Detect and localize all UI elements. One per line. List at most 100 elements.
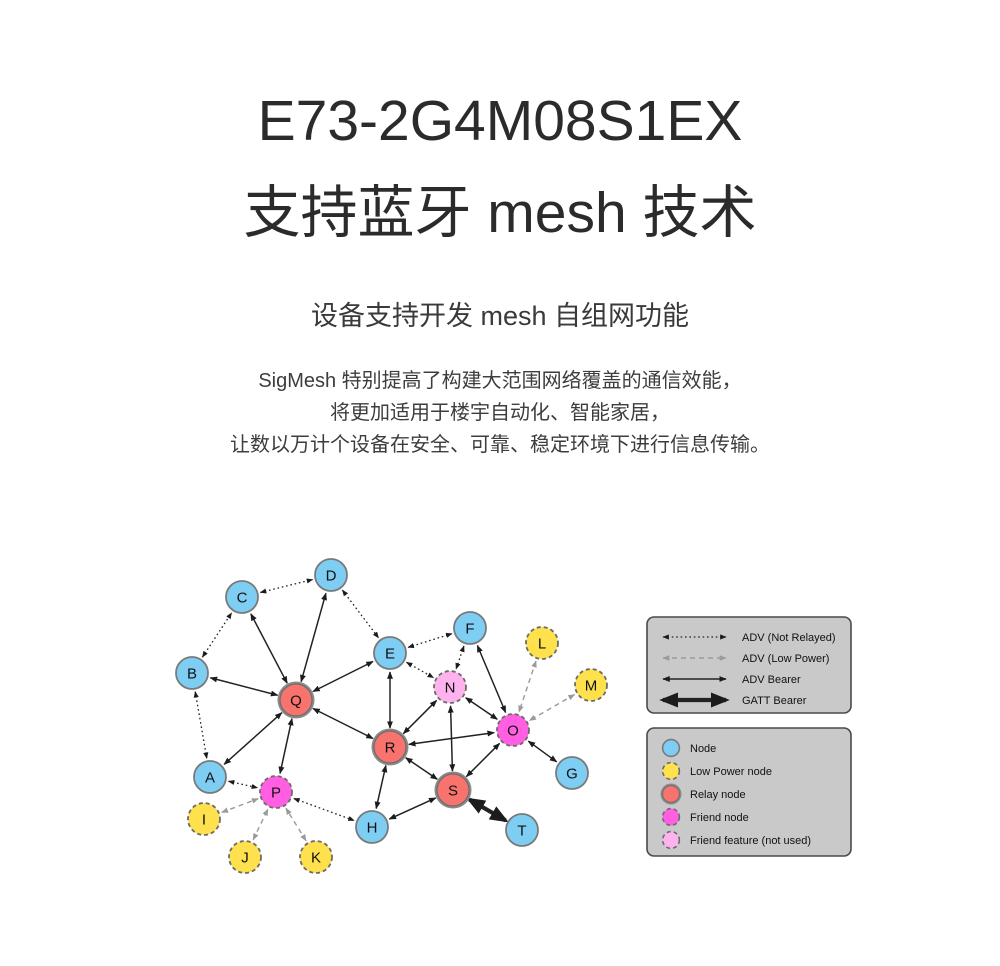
node-label: M <box>585 678 598 695</box>
mesh-edge-L-O <box>518 660 537 713</box>
mesh-edge-F-N <box>455 645 465 670</box>
mesh-node-A[interactable]: A <box>193 760 227 794</box>
node-label: E <box>385 646 395 663</box>
mesh-node-J[interactable]: J <box>228 840 262 874</box>
mesh-edge-E-N <box>405 661 435 679</box>
node-label: Q <box>290 693 302 710</box>
mesh-edge-D-Q <box>300 592 327 683</box>
mesh-node-Q[interactable]: Q <box>277 681 315 719</box>
node-label: D <box>326 568 337 585</box>
mesh-edge-D-E <box>341 589 380 639</box>
node-circle <box>225 580 259 614</box>
legend-node-swatch-friend <box>661 807 681 827</box>
mesh-node-I[interactable]: I <box>187 802 221 836</box>
mesh-edge-J-P <box>252 808 269 841</box>
mesh-node-O[interactable]: O <box>496 713 530 747</box>
node-label: A <box>205 770 215 787</box>
legend-edge-box <box>646 616 852 714</box>
node-circle <box>555 756 589 790</box>
mesh-node-E[interactable]: E <box>373 636 407 670</box>
mesh-edge-Q-R <box>312 707 374 740</box>
node-circle <box>279 683 313 717</box>
mesh-node-C[interactable]: C <box>225 580 259 614</box>
node-label: B <box>187 666 197 683</box>
mesh-edge-P-H <box>293 797 355 822</box>
mesh-node-S[interactable]: S <box>434 771 472 809</box>
node-label: R <box>385 740 396 757</box>
node-label: P <box>271 785 281 802</box>
page-subtitle: 设备支持开发 mesh 自组网功能 <box>310 301 690 331</box>
legend-edge-label: ADV (Low Power) <box>742 653 829 665</box>
mesh-node-F[interactable]: F <box>453 611 487 645</box>
mesh-edge-A-P <box>227 779 259 790</box>
legend-node-swatch-relay <box>662 785 680 803</box>
edge-layer <box>193 578 576 842</box>
mesh-node-T[interactable]: T <box>505 813 539 847</box>
node-label: I <box>202 812 206 829</box>
mesh-node-N[interactable]: N <box>433 670 467 704</box>
description-line-2: 将更加适用于楼宇自动化、智能家居， <box>330 402 670 424</box>
node-circle <box>193 760 227 794</box>
legend-edge-label: ADV Bearer <box>742 674 801 686</box>
mesh-edge-A-Q <box>223 712 283 765</box>
mesh-edge-N-O <box>465 697 498 720</box>
mesh-node-P[interactable]: P <box>259 775 293 809</box>
node-label: L <box>538 636 546 653</box>
node-circle <box>314 558 348 592</box>
node-label: O <box>507 723 519 740</box>
mesh-node-R[interactable]: R <box>371 728 409 766</box>
mesh-node-D[interactable]: D <box>314 558 348 592</box>
legend-node-label: Relay node <box>690 789 746 801</box>
mesh-node-M[interactable]: M <box>574 668 608 702</box>
mesh-edge-S-O <box>465 742 501 778</box>
mesh-node-B[interactable]: B <box>175 656 209 690</box>
node-circle <box>436 773 470 807</box>
mesh-edge-R-H <box>374 764 388 810</box>
node-circle <box>259 775 293 809</box>
mesh-edge-I-P <box>221 798 259 813</box>
page-title-line-2: 支持蓝牙 mesh 技术 <box>243 181 757 245</box>
legend-edge-label: GATT Bearer <box>742 695 807 707</box>
node-circle <box>373 730 407 764</box>
legend-node-swatch-low-power <box>661 761 681 781</box>
node-circle <box>496 713 530 747</box>
mesh-edge-F-O <box>476 644 507 714</box>
page-description: SigMesh 特别提高了构建大范围网络覆盖的通信效能， 将更加适用于楼宇自动化… <box>0 365 1000 461</box>
legend-node-label: Low Power node <box>690 766 772 778</box>
mesh-edge-E-Q <box>312 660 374 693</box>
node-label: S <box>448 783 458 800</box>
legend-node-label: Friend feature (not used) <box>690 835 811 847</box>
node-circle <box>453 611 487 645</box>
node-layer: A B C D E F G H I J K L M N O P Q R S T <box>175 558 608 874</box>
mesh-edge-S-T <box>466 797 509 823</box>
node-label: J <box>241 850 249 867</box>
legend-node-box <box>646 727 852 857</box>
node-label: T <box>517 823 526 840</box>
node-circle <box>373 636 407 670</box>
node-circle <box>299 840 333 874</box>
mesh-edge-O-G <box>527 740 558 763</box>
node-circle <box>187 802 221 836</box>
node-label: C <box>237 590 248 607</box>
mesh-edge-R-O <box>408 730 495 747</box>
mesh-node-L[interactable]: L <box>525 626 559 660</box>
mesh-node-G[interactable]: G <box>555 756 589 790</box>
mesh-edge-E-F <box>407 632 453 649</box>
mesh-edge-C-D <box>259 578 314 594</box>
mesh-edge-B-A <box>193 691 209 759</box>
mesh-edge-C-Q <box>250 613 288 684</box>
mesh-edge-M-O <box>528 693 576 722</box>
mesh-node-H[interactable]: H <box>355 810 389 844</box>
mesh-edge-K-P <box>285 807 307 842</box>
node-circle <box>175 656 209 690</box>
description-line-1: SigMesh 特别提高了构建大范围网络覆盖的通信效能， <box>258 370 742 392</box>
node-circle <box>574 668 608 702</box>
node-circle <box>525 626 559 660</box>
node-label: K <box>311 850 321 867</box>
mesh-edge-S-H <box>388 797 437 820</box>
mesh-node-K[interactable]: K <box>299 840 333 874</box>
mesh-edge-R-S <box>405 757 438 780</box>
mesh-edge-N-R <box>402 699 438 735</box>
